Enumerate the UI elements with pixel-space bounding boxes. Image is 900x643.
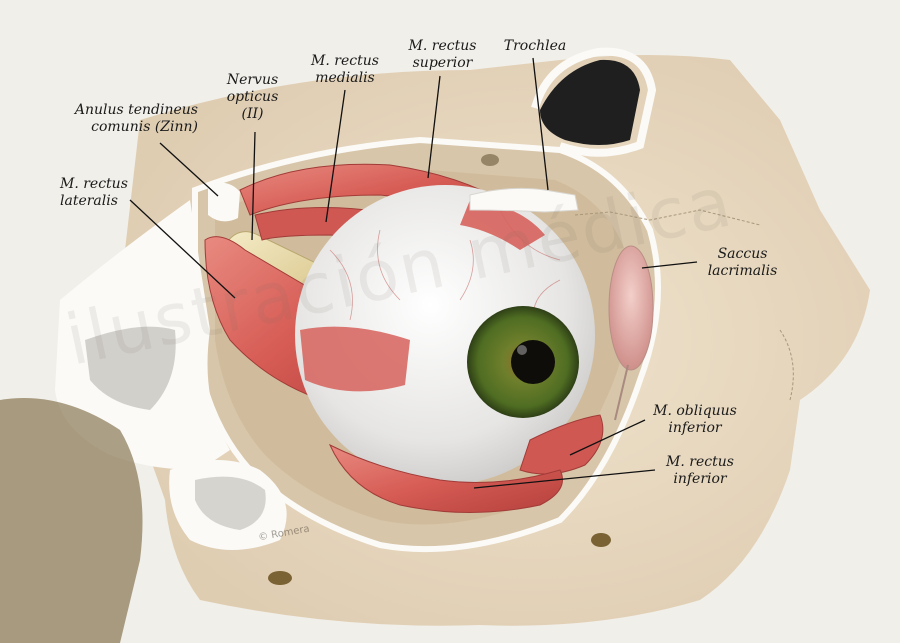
label-rectus-superior: M. rectus superior (408, 38, 477, 71)
label-rectus-lateralis: M. rectus lateralis (60, 176, 128, 209)
frontal-sinus-opening (540, 59, 640, 145)
label-trochlea: Trochlea (503, 38, 567, 54)
leader-rectus-medialis (325, 89, 346, 223)
rectus-inferior-muscle (328, 443, 563, 513)
leader-nervus (251, 131, 256, 241)
label-saccus-lacrimalis: Saccus lacrimalis (707, 246, 778, 279)
leader-rectus-inferior (473, 469, 656, 489)
label-rectus-inferior: M. rectus inferior (666, 454, 734, 487)
leader-rectus-superior (427, 75, 441, 179)
trochlea (469, 187, 579, 213)
leader-rectus-lateralis (129, 199, 236, 299)
label-anulus-tendineus: Anulus tendineus comunis (Zinn) (74, 102, 198, 135)
leader-saccus (641, 261, 698, 269)
anulus-tendineus (208, 182, 240, 222)
leader-obliquus (569, 419, 646, 456)
label-obliquus-inferior: M. obliquus inferior (653, 403, 737, 436)
leader-lines (129, 57, 698, 489)
label-nervus-opticus: Nervus opticus (II) (226, 72, 279, 122)
label-rectus-medialis: M. rectus medialis (311, 53, 379, 86)
saccus-lacrimalis (608, 245, 654, 371)
pupil (511, 340, 555, 384)
leader-anulus (159, 142, 219, 197)
leader-trochlea (532, 57, 549, 191)
